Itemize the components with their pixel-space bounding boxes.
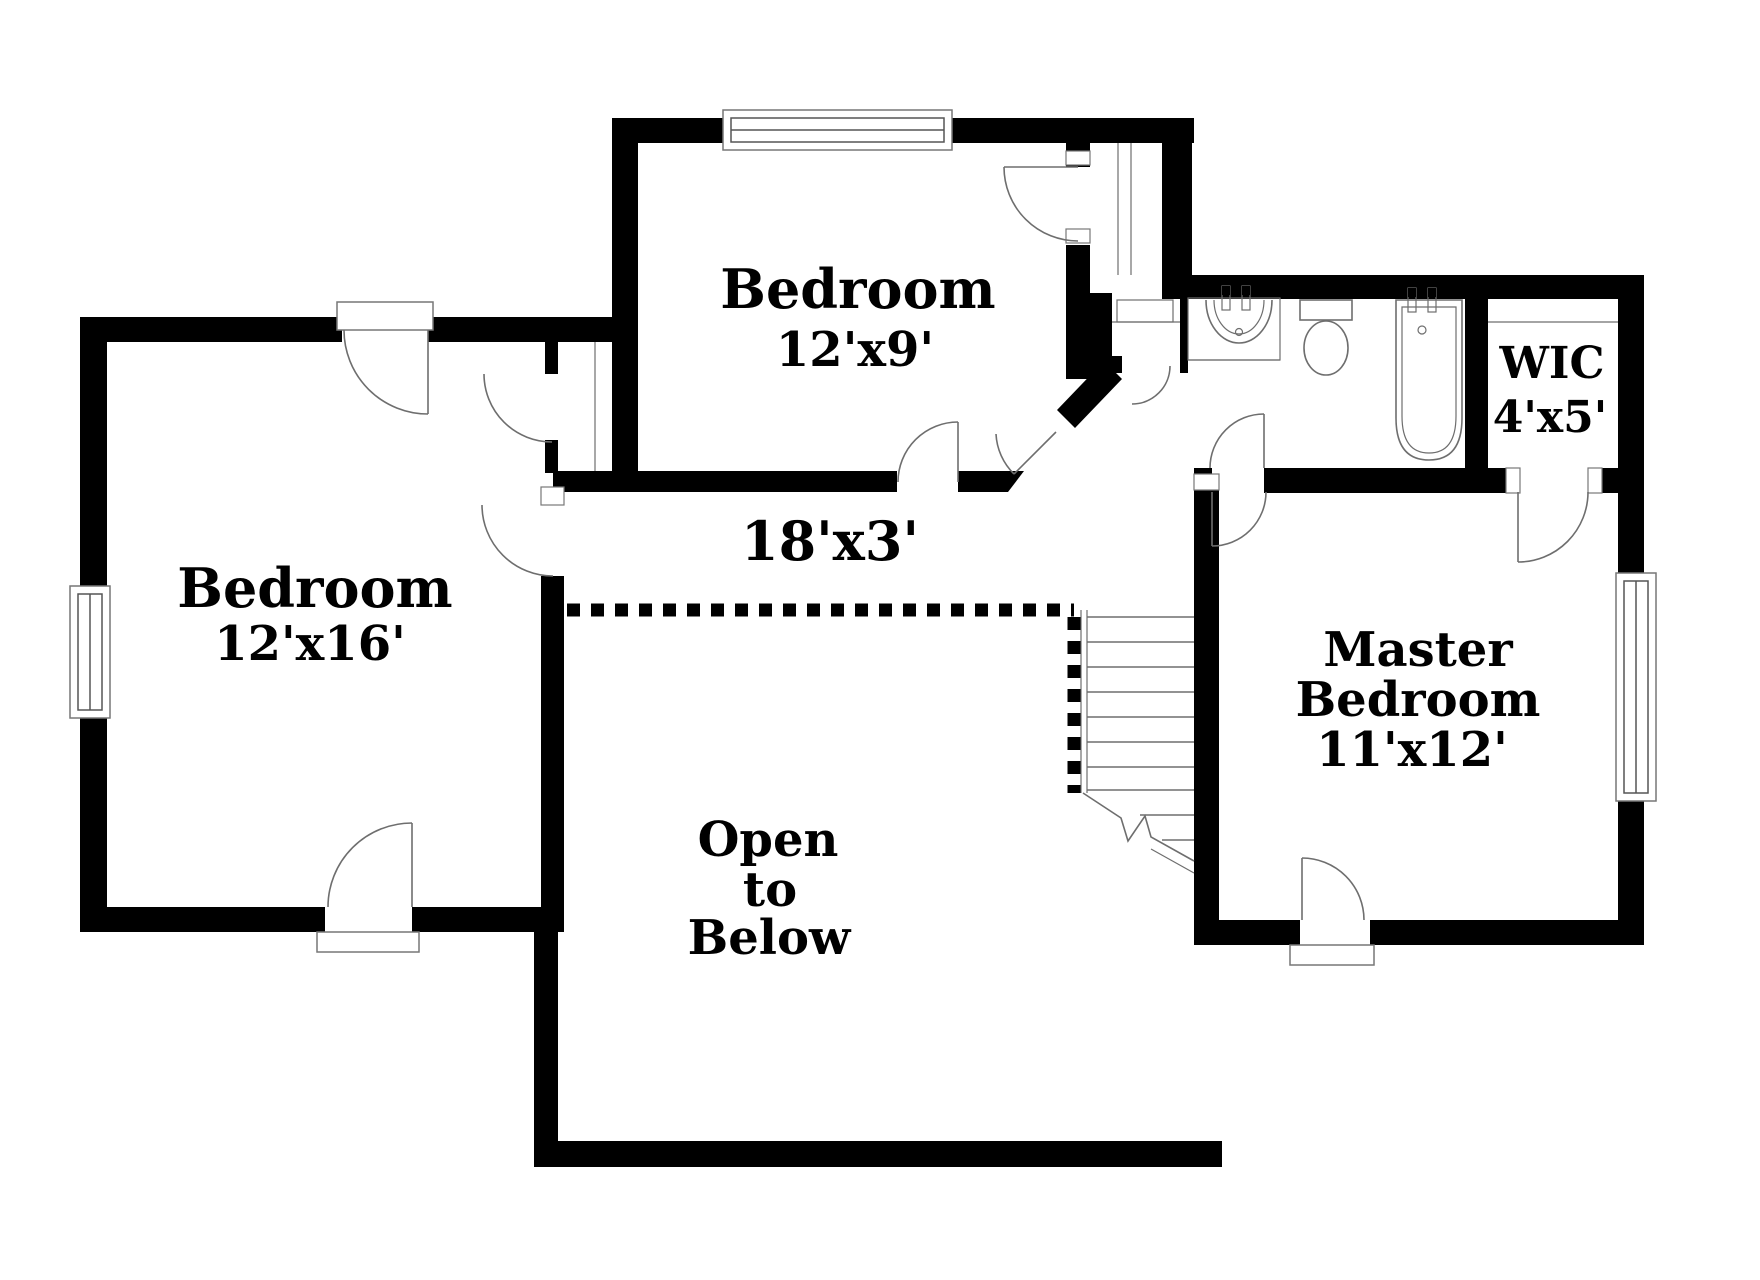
open-to-below-line3: Below bbox=[688, 910, 852, 966]
wall-segment bbox=[80, 714, 107, 932]
wall-segment bbox=[541, 576, 564, 912]
jamb bbox=[1065, 228, 1091, 244]
wall-segment bbox=[1194, 920, 1300, 945]
window-icon-left-bedroom bbox=[69, 585, 111, 719]
wall-segment bbox=[80, 907, 325, 932]
open-to-below-line2: to bbox=[743, 862, 797, 918]
room-label-wic: WIC bbox=[1498, 338, 1604, 389]
door-swing-icon-wic bbox=[1517, 491, 1589, 563]
jamb bbox=[1505, 467, 1521, 494]
jamb bbox=[1587, 467, 1603, 494]
bathroom-fixtures bbox=[1187, 285, 1463, 461]
bathtub-icon bbox=[1395, 287, 1463, 461]
doors bbox=[316, 166, 1589, 966]
wall-segment bbox=[1465, 298, 1488, 470]
wall-segment bbox=[1066, 245, 1090, 295]
wall-segment bbox=[1618, 275, 1644, 577]
room-label-master-line1: Master bbox=[1323, 622, 1513, 678]
door-swing-icon-bathroom bbox=[1209, 413, 1265, 469]
door-swing-icon-master-entry bbox=[1211, 491, 1267, 547]
door-swing-icon-hall-to-left-bedroom bbox=[481, 504, 554, 577]
wall-segment bbox=[1264, 468, 1520, 493]
room-label-bedroom-top: Bedroom bbox=[720, 257, 995, 321]
wall-segment bbox=[612, 118, 638, 475]
room-dims-master: 11'x12' bbox=[1316, 722, 1508, 778]
jamb bbox=[1193, 473, 1220, 491]
door-swing-icon-left-bedroom-south bbox=[316, 822, 420, 953]
jamb bbox=[1065, 150, 1091, 166]
door-swing-icon-hall-corner bbox=[995, 431, 1057, 475]
room-label-master-line2: Bedroom bbox=[1296, 672, 1541, 728]
door-jambs bbox=[540, 150, 1603, 506]
walls bbox=[80, 118, 1644, 1167]
hallway-dims: 18'x3' bbox=[741, 509, 919, 573]
wall-segment bbox=[534, 932, 558, 1167]
closet-lines bbox=[594, 143, 1618, 471]
linen-shelf bbox=[1116, 299, 1174, 323]
jamb bbox=[540, 486, 565, 506]
room-dims-bedroom-left: 12'x16' bbox=[214, 616, 406, 672]
window-icon-master-bedroom bbox=[1615, 572, 1657, 802]
wall-segment bbox=[553, 471, 897, 492]
wall-segment bbox=[545, 440, 558, 473]
room-labels: Bedroom 12'x9' Bedroom 12'x16' Master Be… bbox=[177, 257, 1607, 966]
wall-segment bbox=[412, 907, 564, 932]
window-icon-top-bedroom bbox=[722, 109, 953, 151]
wall-segment bbox=[428, 317, 614, 342]
room-label-bedroom-left: Bedroom bbox=[177, 556, 452, 620]
railing bbox=[567, 603, 1081, 793]
wall-segment bbox=[1180, 298, 1188, 373]
wall-segment bbox=[1162, 143, 1192, 299]
door-swing-icon-master-south bbox=[1289, 857, 1375, 966]
wall-segment bbox=[1008, 471, 1024, 492]
wall-segment bbox=[534, 1141, 1222, 1167]
door-swing-icon-linen-closet bbox=[1131, 365, 1171, 405]
room-dims-bedroom-top: 12'x9' bbox=[776, 322, 934, 378]
wall-segment bbox=[1112, 356, 1122, 373]
room-dims-wic: 4'x5' bbox=[1493, 392, 1607, 443]
wall-segment bbox=[1618, 797, 1644, 945]
wall-segment bbox=[80, 317, 342, 342]
sink-icon bbox=[1187, 285, 1281, 361]
wall-segment bbox=[545, 342, 558, 374]
stair-break-line bbox=[1082, 792, 1195, 862]
toilet-icon bbox=[1299, 299, 1353, 376]
door-swing-icon-top-bedroom-entry bbox=[897, 421, 959, 483]
door-swing-icon-left-bedroom-north bbox=[336, 301, 434, 415]
wall-segment bbox=[1162, 275, 1644, 299]
door-swing-icon-top-bedroom-closet bbox=[1003, 166, 1079, 242]
wall-segment bbox=[80, 317, 107, 594]
staircase-icon bbox=[1080, 610, 1195, 874]
wall-segment bbox=[958, 471, 1008, 492]
door-swing-icon-left-bedroom-closet bbox=[483, 373, 553, 443]
wall-segment bbox=[1370, 920, 1644, 945]
windows bbox=[69, 109, 1657, 802]
wall-segment-diagonal bbox=[1057, 361, 1122, 428]
open-to-below-line1: Open bbox=[698, 812, 839, 868]
wall-segment bbox=[1194, 490, 1219, 945]
